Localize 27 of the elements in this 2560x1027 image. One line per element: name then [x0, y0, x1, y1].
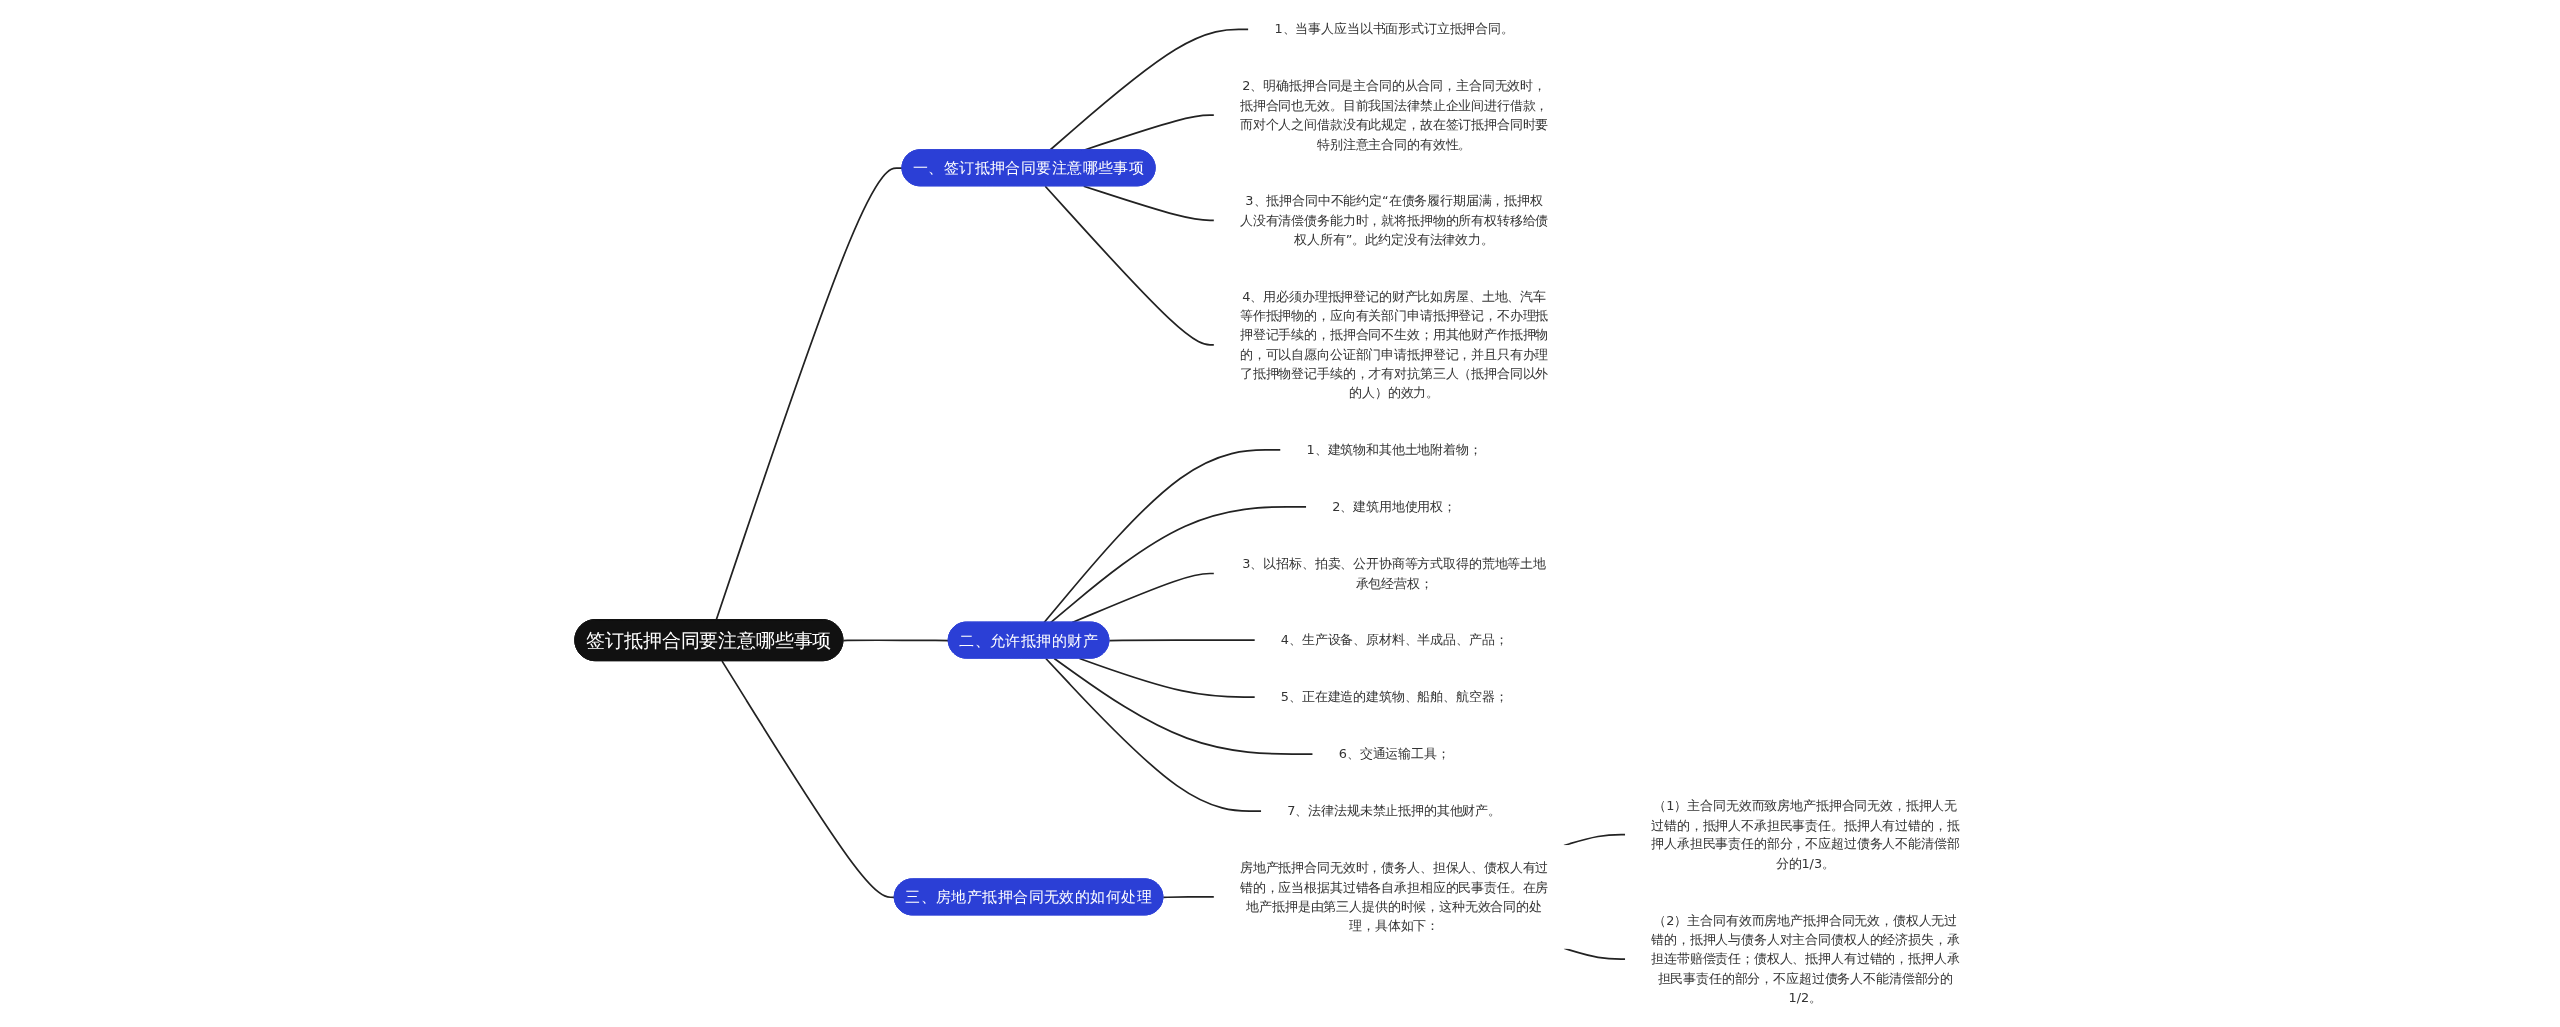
node-text: 2、明确抵押合同是主合同的从合同，主合同无效时，抵押合同也无效。目前我国法律禁止企业间进行借款，而对个人之间借款没有此规定，故在签订抵押合同时要特别注意主合同的有效性。 — [1239, 78, 1549, 152]
node-text: 5、正在建造的建筑物、船舶、航空器； — [1280, 689, 1508, 705]
node-text: 7、法律法规未禁止抵押的其他财产。 — [1287, 803, 1502, 819]
connector — [1044, 185, 1216, 346]
node-text: （2）主合同有效而房地产抵押合同无效，债权人无过错的，抵押人与债务人对主合同债权人的经济损失，承担连带赔偿责任；债权人、抵押人有过错的，抵押人承担民事责任的部分，不应超过债务人不能清偿部分的1/2。 — [1651, 912, 1960, 1006]
connector — [1049, 506, 1308, 624]
node-text: 1、建筑物和其他土地附着物； — [1306, 442, 1482, 458]
node-text: 3、抵押合同中不能约定“在债务履行期届满，抵押权人没有清偿债务能力时，就将抵押物的所有权转移给债权人所有”。此约定没有法律效力。 — [1239, 193, 1549, 248]
connector — [1044, 657, 1263, 812]
connector — [1053, 657, 1314, 755]
node-text: 1、当事人应当以书面形式订立抵押合同。 — [1274, 21, 1514, 37]
connector — [1043, 449, 1282, 624]
connector — [842, 639, 950, 642]
node-text: 3、以招标、拍卖、公开协商等方式取得的荒地等土地承包经营权； — [1242, 555, 1546, 591]
connector — [721, 660, 896, 899]
connector — [1082, 185, 1216, 222]
node-text: 4、生产设备、原材料、半成品、产品； — [1280, 632, 1508, 648]
node-text: （1）主合同无效而致房地产抵押合同无效，抵押人无过错的，抵押人不承担民事责任。抵押人有过错的，抵押人承担民事责任的部分，不应超过债务人不能清偿部分的1/3。 — [1651, 797, 1960, 872]
node-text: 4、用必须办理抵押登记的财产比如房屋、土地、汽车等作抵押物的，应向有关部门申请抵押登记，不办理抵押登记手续的，抵押合同不生效；用其他财产作抵押物的，可以自愿向公证部门申请抵押登记，并且只有办理了抵押物登记手续的，才有对抗第三人（抵押合同以外的人）的效力。 — [1239, 288, 1549, 401]
connector — [1563, 833, 1627, 847]
node-text: 房地产抵押合同无效时，债务人、担保人、债权人有过错的，应当根据其过错各自承担相应的民事责任。在房地产抵押是由第三人提供的时候，这种无效合同的处理，具体如下： — [1239, 860, 1549, 934]
connector — [1078, 657, 1256, 698]
connector — [1108, 639, 1256, 642]
node-text: 2、建筑用地使用权； — [1332, 498, 1457, 515]
node-text: 6、交通运输工具； — [1338, 746, 1450, 762]
connector — [1162, 896, 1216, 899]
connector — [715, 167, 904, 621]
